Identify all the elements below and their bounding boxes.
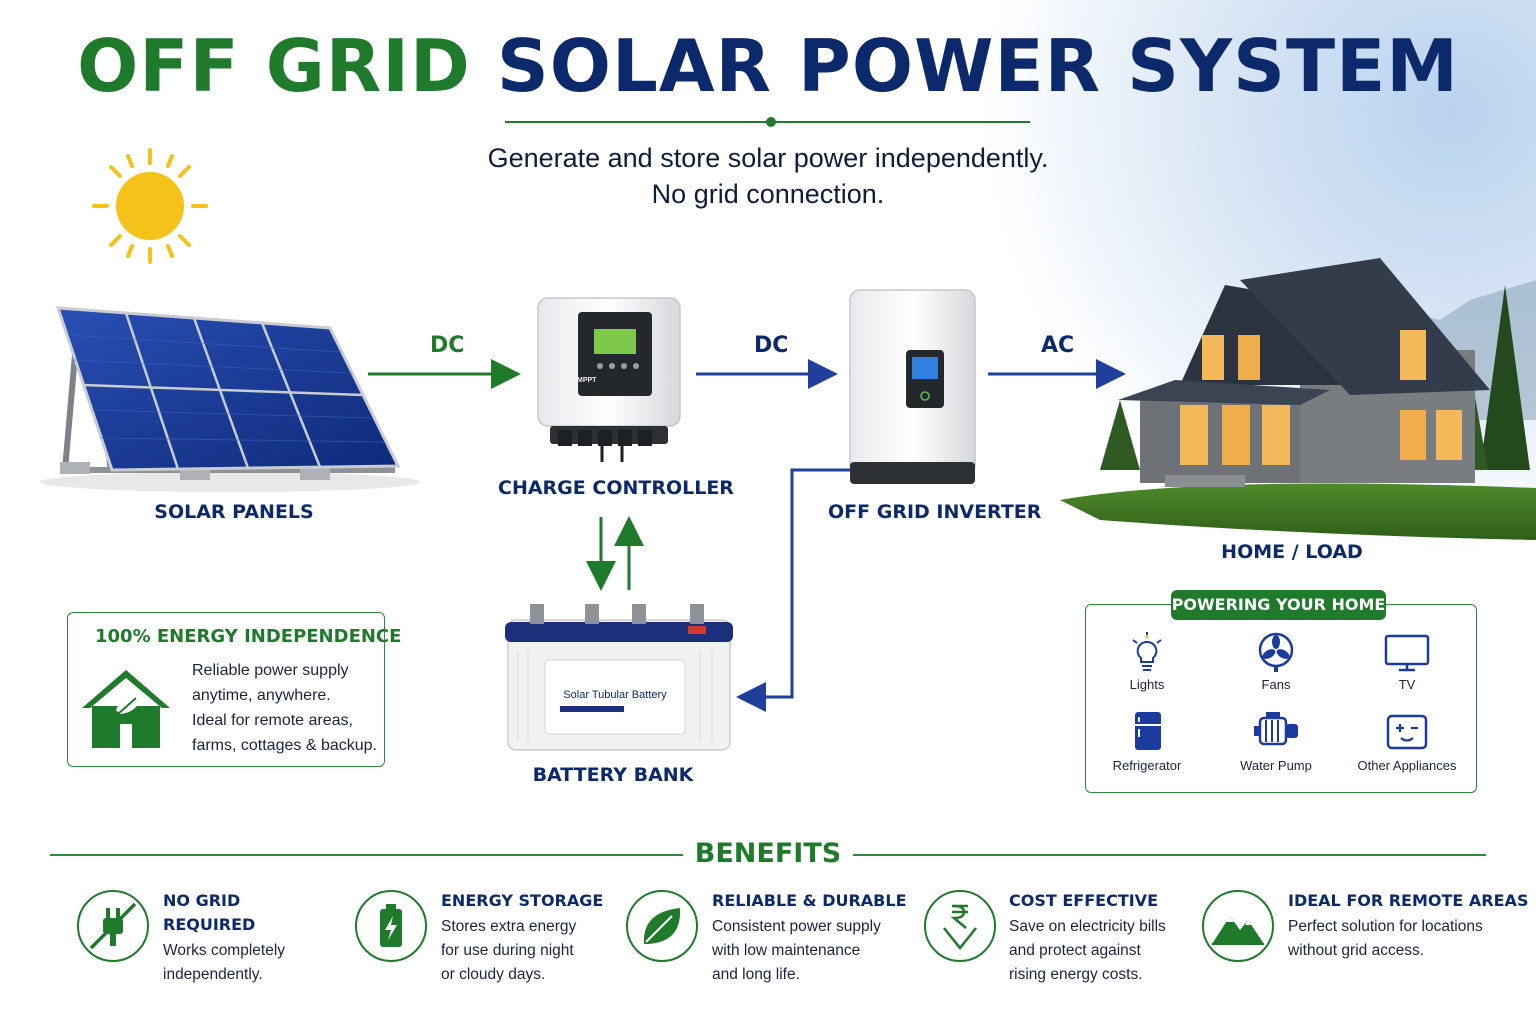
appliance-label-lights: Lights <box>1129 677 1165 692</box>
benefit-4-circle <box>924 890 996 962</box>
benefit-1-title-line-1: NO GRID <box>163 891 241 910</box>
flow-label-ac: AC <box>1041 333 1075 358</box>
inverter-illustration <box>849 289 976 484</box>
controller-brand-label: MPPT <box>577 377 597 384</box>
benefit-2-text-line-2: for use during night <box>441 942 574 959</box>
appliance-label-refrigerator: Refrigerator <box>1112 758 1182 773</box>
label-solar-panels: SOLAR PANELS <box>154 501 314 523</box>
benefit-4-text-line-2: and protect against <box>1009 942 1141 959</box>
benefit-3-text: Consistent power supply with low mainten… <box>712 915 881 987</box>
arrow-battery-to-inverter <box>736 468 850 712</box>
charge-controller-illustration <box>537 297 681 462</box>
benefit-4-text-line-3: rising energy costs. <box>1009 966 1143 983</box>
benefits-heading: BENEFITS <box>694 838 842 869</box>
label-home: HOME / LOAD <box>1221 541 1363 563</box>
benefit-1-text: Works completely independently. <box>163 939 285 987</box>
lightbulb-icon <box>1132 632 1162 671</box>
subtitle: Generate and store solar power independe… <box>0 140 1536 212</box>
independence-line-2: anytime, anywhere. <box>192 687 331 704</box>
refrigerator-icon <box>1135 712 1161 750</box>
benefit-4-text: Save on electricity bills and protect ag… <box>1009 915 1166 987</box>
green-home-leaf-icon <box>82 670 170 748</box>
subtitle-line-2: No grid connection. <box>651 179 885 209</box>
no-plug-icon <box>89 902 137 950</box>
benefit-3-text-line-3: and long life. <box>712 966 800 983</box>
benefit-1-title-line-2: REQUIRED <box>163 915 256 934</box>
appliance-label-other: Other Appliances <box>1357 758 1457 773</box>
independence-line-4: farms, cottages & backup. <box>192 737 377 754</box>
benefit-2-title: ENERGY STORAGE <box>441 891 604 910</box>
benefit-5-text-line-1: Perfect solution for locations <box>1288 918 1483 935</box>
battery-brand-label: Solar Tubular Battery <box>563 689 667 701</box>
flow-label-dc-1: DC <box>430 333 465 358</box>
benefit-5-text-line-2: without grid access. <box>1288 942 1425 959</box>
page-title: OFF GRID SOLAR POWER SYSTEM <box>0 24 1536 108</box>
benefit-3-title: RELIABLE & DURABLE <box>712 891 907 910</box>
benefit-2-circle <box>355 890 427 962</box>
tv-icon <box>1384 634 1430 672</box>
benefit-4-text-line-1: Save on electricity bills <box>1009 918 1166 935</box>
fan-icon <box>1258 632 1294 672</box>
benefit-2-text-line-3: or cloudy days. <box>441 966 546 983</box>
water-pump-icon <box>1254 712 1298 746</box>
flow-label-dc-2: DC <box>754 333 789 358</box>
plug-socket-icon <box>1386 714 1428 750</box>
benefit-1-text-line-2: independently. <box>163 966 263 983</box>
benefit-5-circle <box>1202 890 1274 962</box>
rupee-down-icon <box>943 904 977 951</box>
benefit-3-text-line-2: with low maintenance <box>712 942 861 959</box>
independence-line-3: Ideal for remote areas, <box>192 712 353 729</box>
leaf-icon <box>643 908 681 944</box>
label-inverter: OFF GRID INVERTER <box>828 501 1042 523</box>
title-underline-dot <box>766 117 776 127</box>
benefit-4-title: COST EFFECTIVE <box>1009 891 1158 910</box>
subtitle-line-1: Generate and store solar power independe… <box>487 143 1049 173</box>
benefit-1-text-line-1: Works completely <box>163 942 286 959</box>
house-illustration <box>1060 258 1536 540</box>
label-battery: BATTERY BANK <box>532 764 694 786</box>
mountain-icon <box>1212 916 1264 945</box>
appliance-label-water-pump: Water Pump <box>1240 758 1312 773</box>
battery-charge-icon <box>380 904 402 947</box>
appliance-label-fans: Fans <box>1261 677 1291 692</box>
benefits-rule-left <box>50 854 683 856</box>
appliance-label-tv: TV <box>1398 677 1416 692</box>
benefit-3-text-line-1: Consistent power supply <box>712 918 881 935</box>
sun-icon <box>92 148 208 264</box>
benefit-3-circle <box>626 890 698 962</box>
benefit-2-text-line-1: Stores extra energy <box>441 918 577 935</box>
benefit-5-title: IDEAL FOR REMOTE AREAS <box>1288 891 1529 910</box>
label-charge-controller: CHARGE CONTROLLER <box>498 477 734 499</box>
benefit-5-text: Perfect solution for locations without g… <box>1288 915 1483 963</box>
benefit-1-circle <box>77 890 149 962</box>
battery-illustration <box>505 604 733 751</box>
independence-line-1: Reliable power supply <box>192 662 349 679</box>
title-part-navy: SOLAR POWER SYSTEM <box>496 24 1459 108</box>
benefits-rule-right <box>853 854 1486 856</box>
powering-heading: POWERING YOUR HOME <box>1171 590 1386 620</box>
independence-heading: 100% ENERGY INDEPENDENCE <box>95 626 402 647</box>
title-part-green: OFF GRID <box>77 24 471 108</box>
benefit-1-title: NO GRID REQUIRED <box>163 889 255 937</box>
benefit-2-text: Stores extra energy for use during night… <box>441 915 576 987</box>
solar-panels-illustration <box>40 306 420 492</box>
